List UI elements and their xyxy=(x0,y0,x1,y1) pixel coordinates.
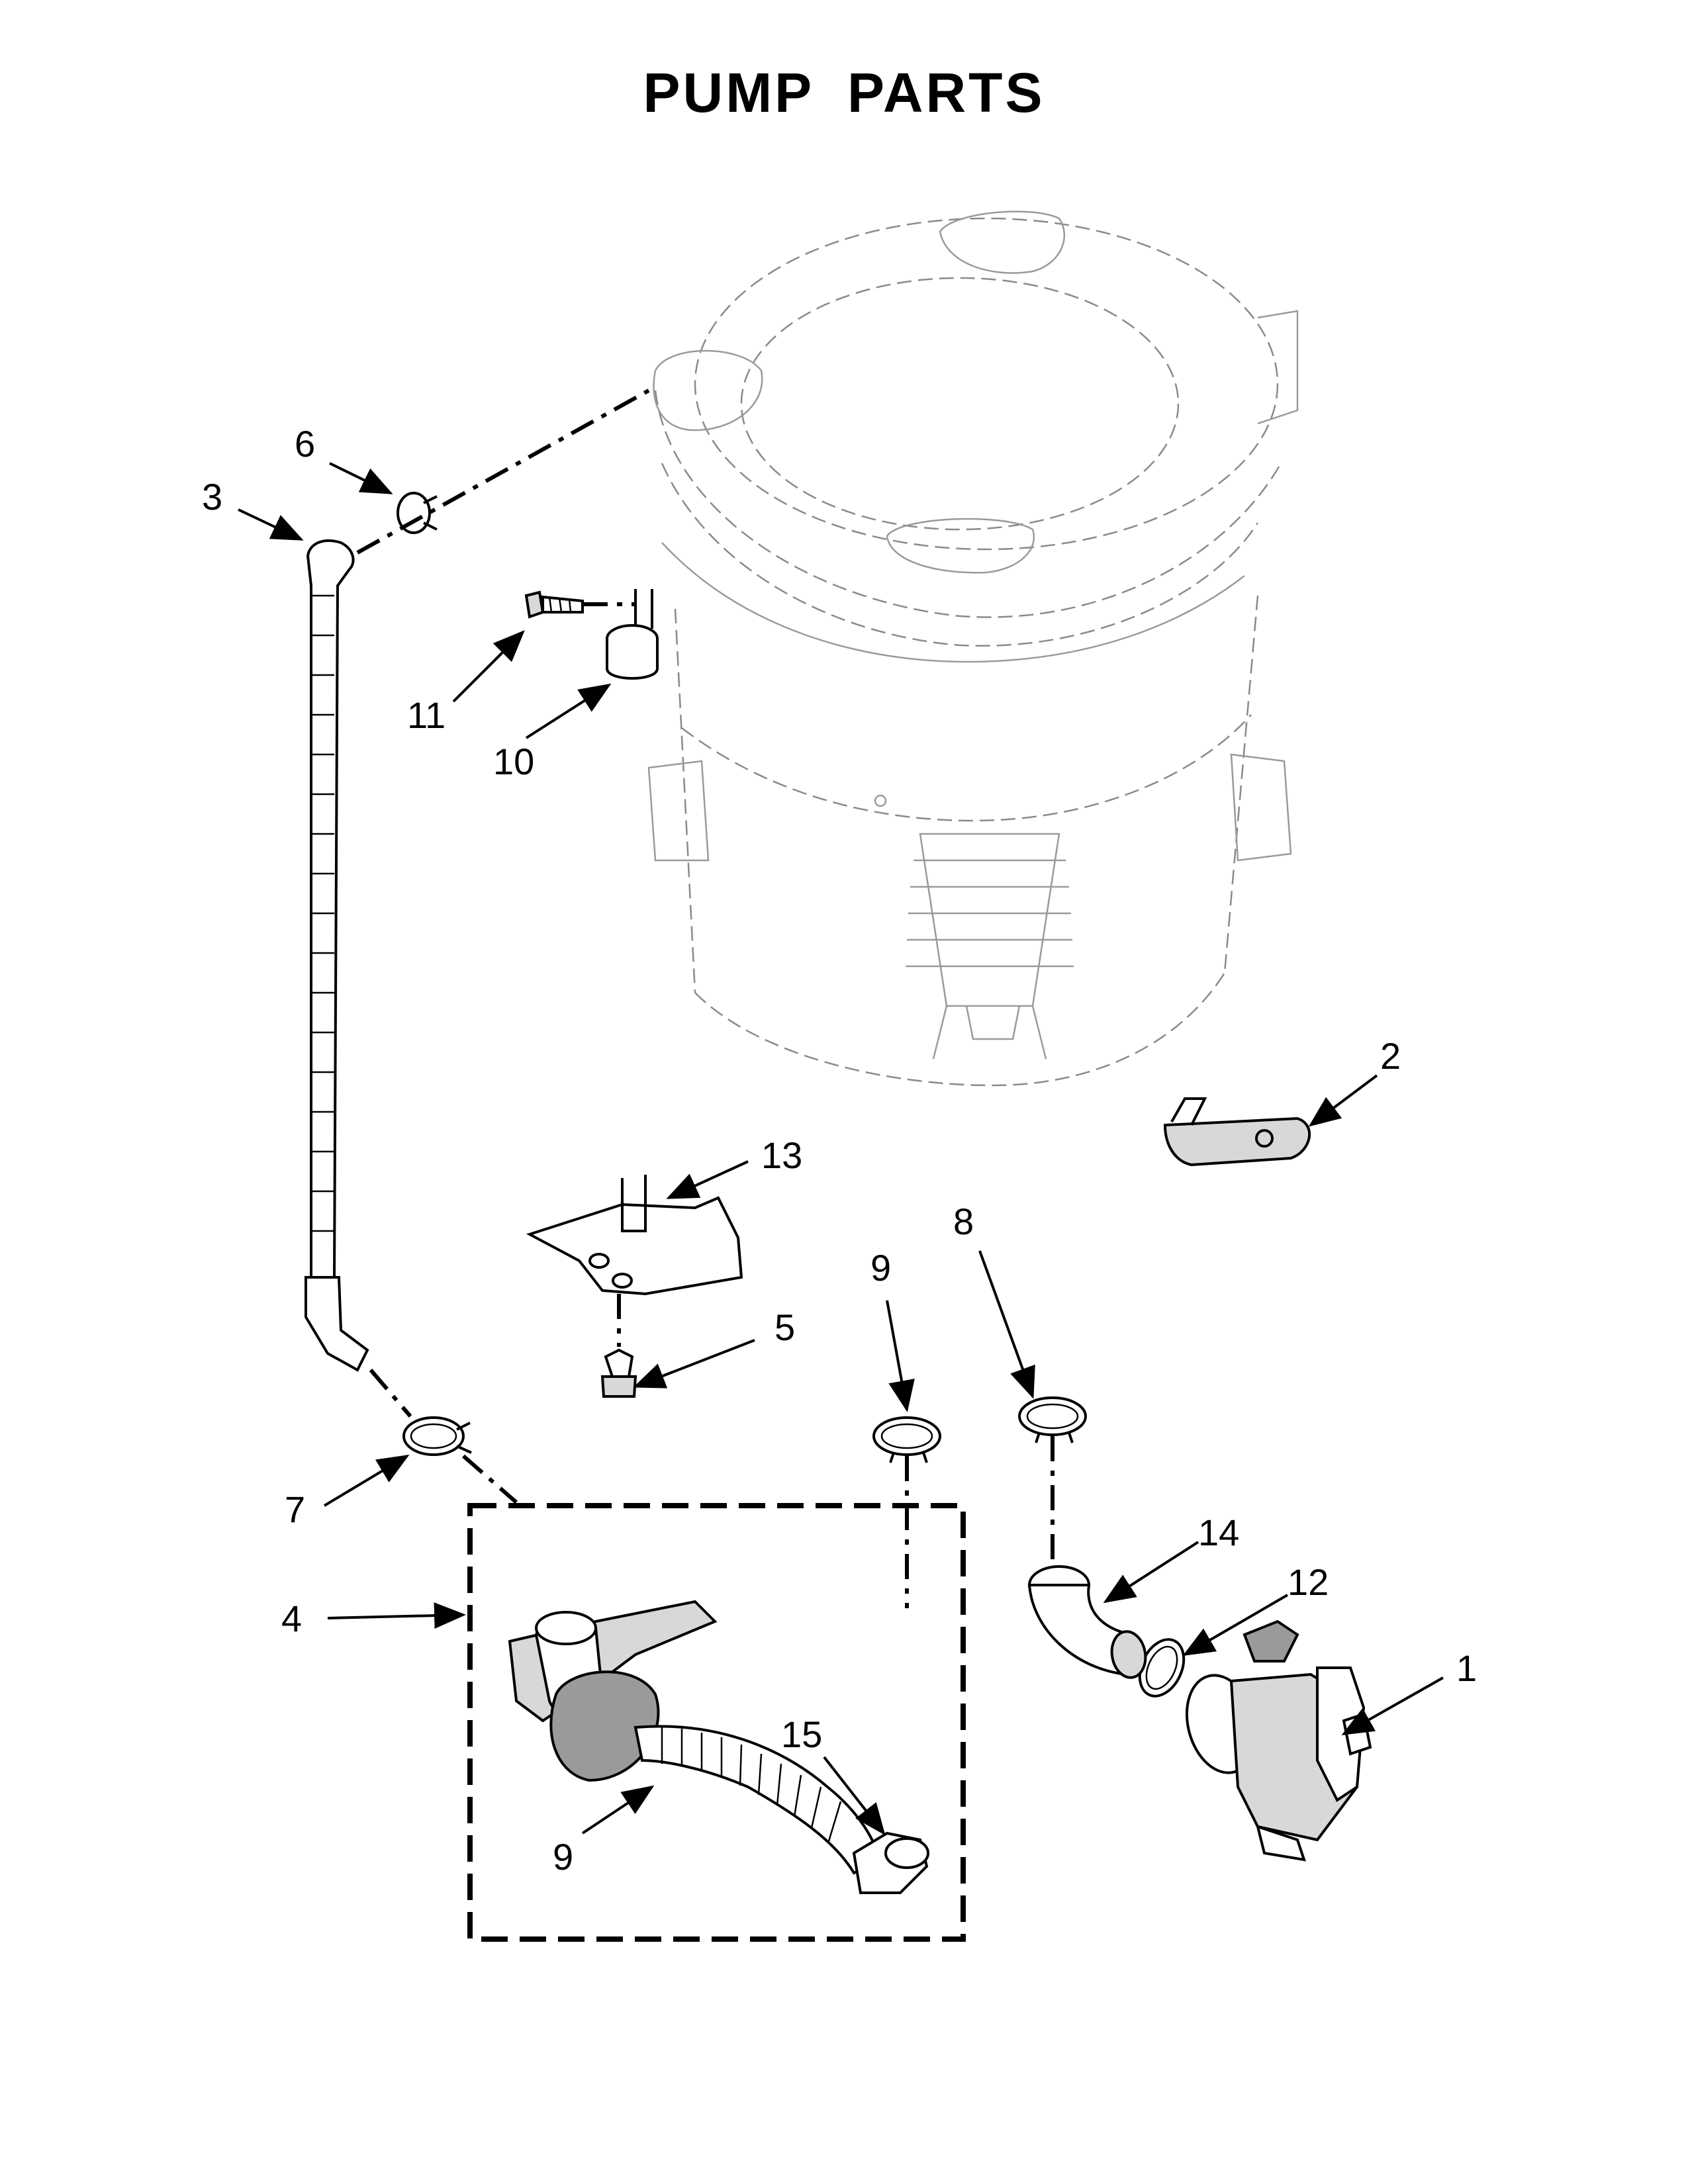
hose-clamp-6 xyxy=(397,492,438,534)
callout-8: 8 xyxy=(953,1201,974,1242)
hose-clamp-7 xyxy=(402,1416,472,1456)
pump-motor-1 xyxy=(1185,1619,1372,1862)
callout-15: 15 xyxy=(781,1713,822,1755)
callout-4: 4 xyxy=(281,1598,302,1639)
outer-tub-outline xyxy=(647,210,1299,1087)
callout-1: 1 xyxy=(1456,1647,1477,1689)
assembly-4-box xyxy=(467,1503,966,1942)
hose-clamp-9-top xyxy=(872,1416,941,1463)
drain-hose xyxy=(305,539,369,1372)
callout-13: 13 xyxy=(761,1134,802,1176)
connector-line xyxy=(356,388,650,555)
callout-7: 7 xyxy=(285,1488,305,1530)
callout-9-top: 9 xyxy=(870,1247,891,1289)
callout-9-bottom: 9 xyxy=(553,1836,573,1878)
elbow-hose-14 xyxy=(1027,1565,1147,1679)
bracket-2 xyxy=(1163,1097,1311,1167)
hose-clamp-8 xyxy=(1018,1396,1087,1443)
screw-11 xyxy=(524,590,584,619)
callout-10: 10 xyxy=(493,741,534,782)
callout-2: 2 xyxy=(1380,1035,1401,1077)
callout-12: 12 xyxy=(1288,1561,1329,1603)
callout-14: 14 xyxy=(1198,1512,1239,1553)
leader-arrows xyxy=(238,462,1444,1836)
screw-5 xyxy=(600,1348,637,1398)
connector-line xyxy=(462,1454,518,1504)
page-title: PUMP PARTS xyxy=(643,62,1045,124)
plate-13 xyxy=(526,1175,743,1296)
pump-housing-assembly xyxy=(508,1600,929,1894)
callout-3: 3 xyxy=(202,476,222,518)
callout-11: 11 xyxy=(407,694,445,736)
clip-10 xyxy=(606,589,659,680)
callout-5: 5 xyxy=(774,1306,795,1348)
callout-6: 6 xyxy=(295,423,315,465)
connector-line xyxy=(369,1369,412,1418)
